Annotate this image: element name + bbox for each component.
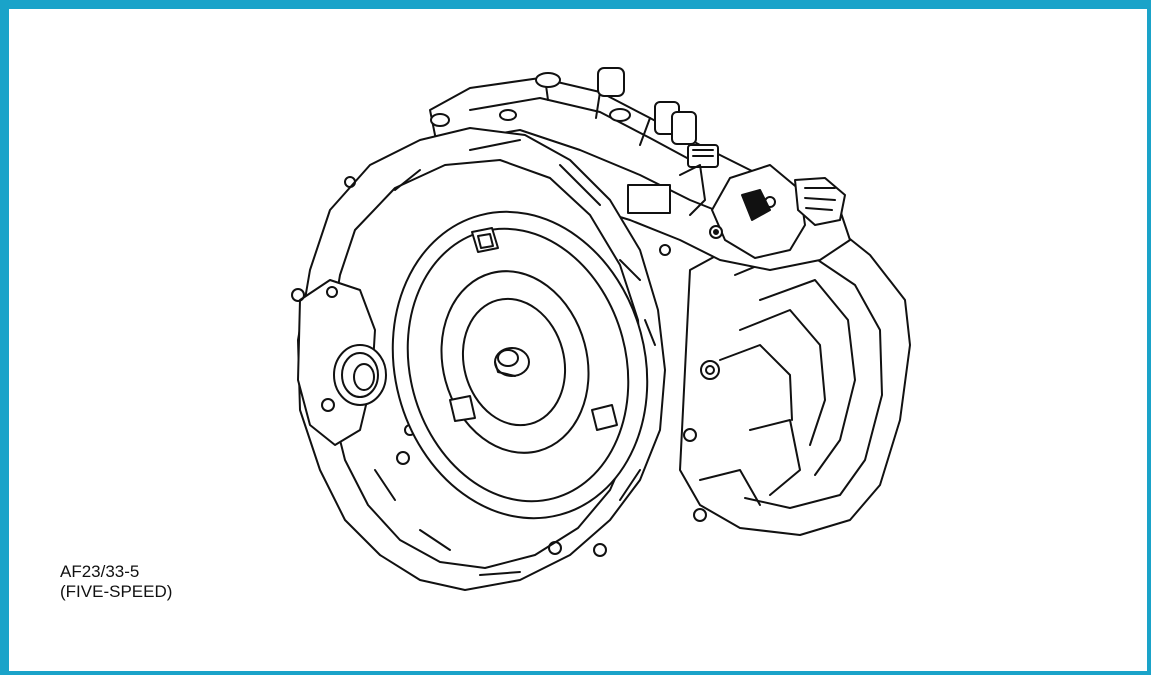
caption-model: AF23/33-5 bbox=[60, 562, 140, 581]
upper-housing bbox=[429, 67, 851, 271]
diagram-caption: AF23/33-5 (FIVE-SPEED) bbox=[60, 562, 172, 602]
flange-details bbox=[374, 139, 656, 576]
torque-converter bbox=[391, 210, 649, 520]
caption-description: (FIVE-SPEED) bbox=[60, 582, 173, 601]
